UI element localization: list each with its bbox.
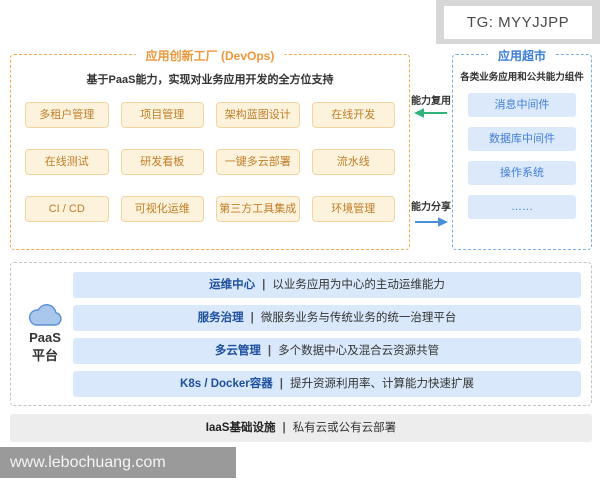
paas-side-label: PaaS 平台 <box>21 263 69 405</box>
paas-layer-name: 多云管理 <box>214 344 261 357</box>
iaas-infrastructure-bar: IaaS基础设施 | 私有云或公有云部署 <box>10 414 592 442</box>
paas-label-line2: 平台 <box>31 348 58 363</box>
separator: | <box>267 344 272 357</box>
paas-layer-row: 运维中心 | 以业务应用为中心的主动运维能力 <box>73 271 581 298</box>
market-item: 消息中间件 <box>468 93 576 117</box>
separator: | <box>279 377 283 390</box>
cloud-icon <box>28 303 62 326</box>
capability-chip: 第三方工具集成 <box>216 196 300 222</box>
capability-chip: 在线开发 <box>311 102 395 128</box>
capability-chip: 可视化运维 <box>120 196 204 222</box>
site-watermark: www.lebochuang.com <box>0 447 236 478</box>
separator: | <box>262 278 266 291</box>
capability-chip: 一键多云部署 <box>216 149 300 175</box>
paas-layer-desc: 以业务应用为中心的主动运维能力 <box>272 278 445 291</box>
capability-chip: 在线测试 <box>25 149 109 175</box>
iaas-desc: 私有云或公有云部署 <box>292 422 397 434</box>
paas-layer-desc: 多个数据中心及混合云资源共管 <box>278 344 440 357</box>
separator: | <box>250 311 254 324</box>
capability-chip: 研发看板 <box>120 149 204 175</box>
devops-box-title: 应用创新工厂 (DevOps) <box>135 47 285 64</box>
capability-chip: 项目管理 <box>120 102 204 128</box>
paas-layer-row: 多云管理 | 多个数据中心及混合云资源共管 <box>73 337 581 364</box>
devops-subtitle: 基于PaaS能力，实现对业务应用开发的全方位支持 <box>86 74 334 86</box>
capability-chip: 多租户管理 <box>25 102 109 128</box>
devops-factory-box: 应用创新工厂 (DevOps) 基于PaaS能力，实现对业务应用开发的全方位支持… <box>10 47 410 250</box>
app-market-box: 应用超市 各类业务应用和公共能力组件 消息中间件 数据库中间件 操作系统 …… <box>452 47 592 250</box>
separator: | <box>282 422 286 434</box>
market-item: 操作系统 <box>468 161 576 185</box>
devops-capability-grid: 多租户管理 项目管理 架构蓝图设计 在线开发 在线测试 研发看板 一键多云部署 … <box>11 87 409 222</box>
paas-label-line1: PaaS <box>29 329 61 345</box>
paas-platform-box: PaaS 平台 运维中心 | 以业务应用为中心的主动运维能力 服务治理 | 微服务业务与… <box>10 262 592 406</box>
paas-layer-rows: 运维中心 | 以业务应用为中心的主动运维能力 服务治理 | 微服务业务与传统业务的统一治… <box>73 263 581 405</box>
market-item: …… <box>468 195 576 219</box>
capability-chip: 流水线 <box>311 149 395 175</box>
reuse-left-arrow-icon <box>414 108 447 118</box>
capability-chip: 环境管理 <box>311 196 395 222</box>
paas-layer-name: 运维中心 <box>209 278 256 291</box>
share-right-arrow-icon <box>415 217 448 227</box>
tg-watermark-area: TG: MYYJJPP <box>436 0 600 44</box>
paas-layer-desc: 微服务业务与传统业务的统一治理平台 <box>260 311 457 324</box>
paas-layer-row: K8s / Docker容器 | 提升资源利用率、计算能力快速扩展 <box>73 370 581 397</box>
paas-layer-desc: 提升资源利用率、计算能力快速扩展 <box>289 377 474 390</box>
share-arrow-label: 能力分享 <box>411 202 451 213</box>
market-box-title: 应用超市 <box>487 47 557 64</box>
capability-chip: CI / CD <box>25 196 109 222</box>
reuse-arrow-label: 能力复用 <box>411 96 451 107</box>
market-subtitle: 各类业务应用和公共能力组件 <box>460 72 584 83</box>
tg-watermark-text: TG: MYYJJPP <box>444 6 592 39</box>
paas-layer-row: 服务治理 | 微服务业务与传统业务的统一治理平台 <box>73 304 581 331</box>
iaas-name: IaaS基础设施 <box>205 422 276 434</box>
market-item-list: 消息中间件 数据库中间件 操作系统 …… <box>453 93 591 219</box>
capability-chip: 架构蓝图设计 <box>216 102 300 128</box>
market-item: 数据库中间件 <box>468 127 576 151</box>
paas-layer-name: 服务治理 <box>197 311 244 324</box>
paas-layer-name: K8s / Docker容器 <box>180 377 273 390</box>
